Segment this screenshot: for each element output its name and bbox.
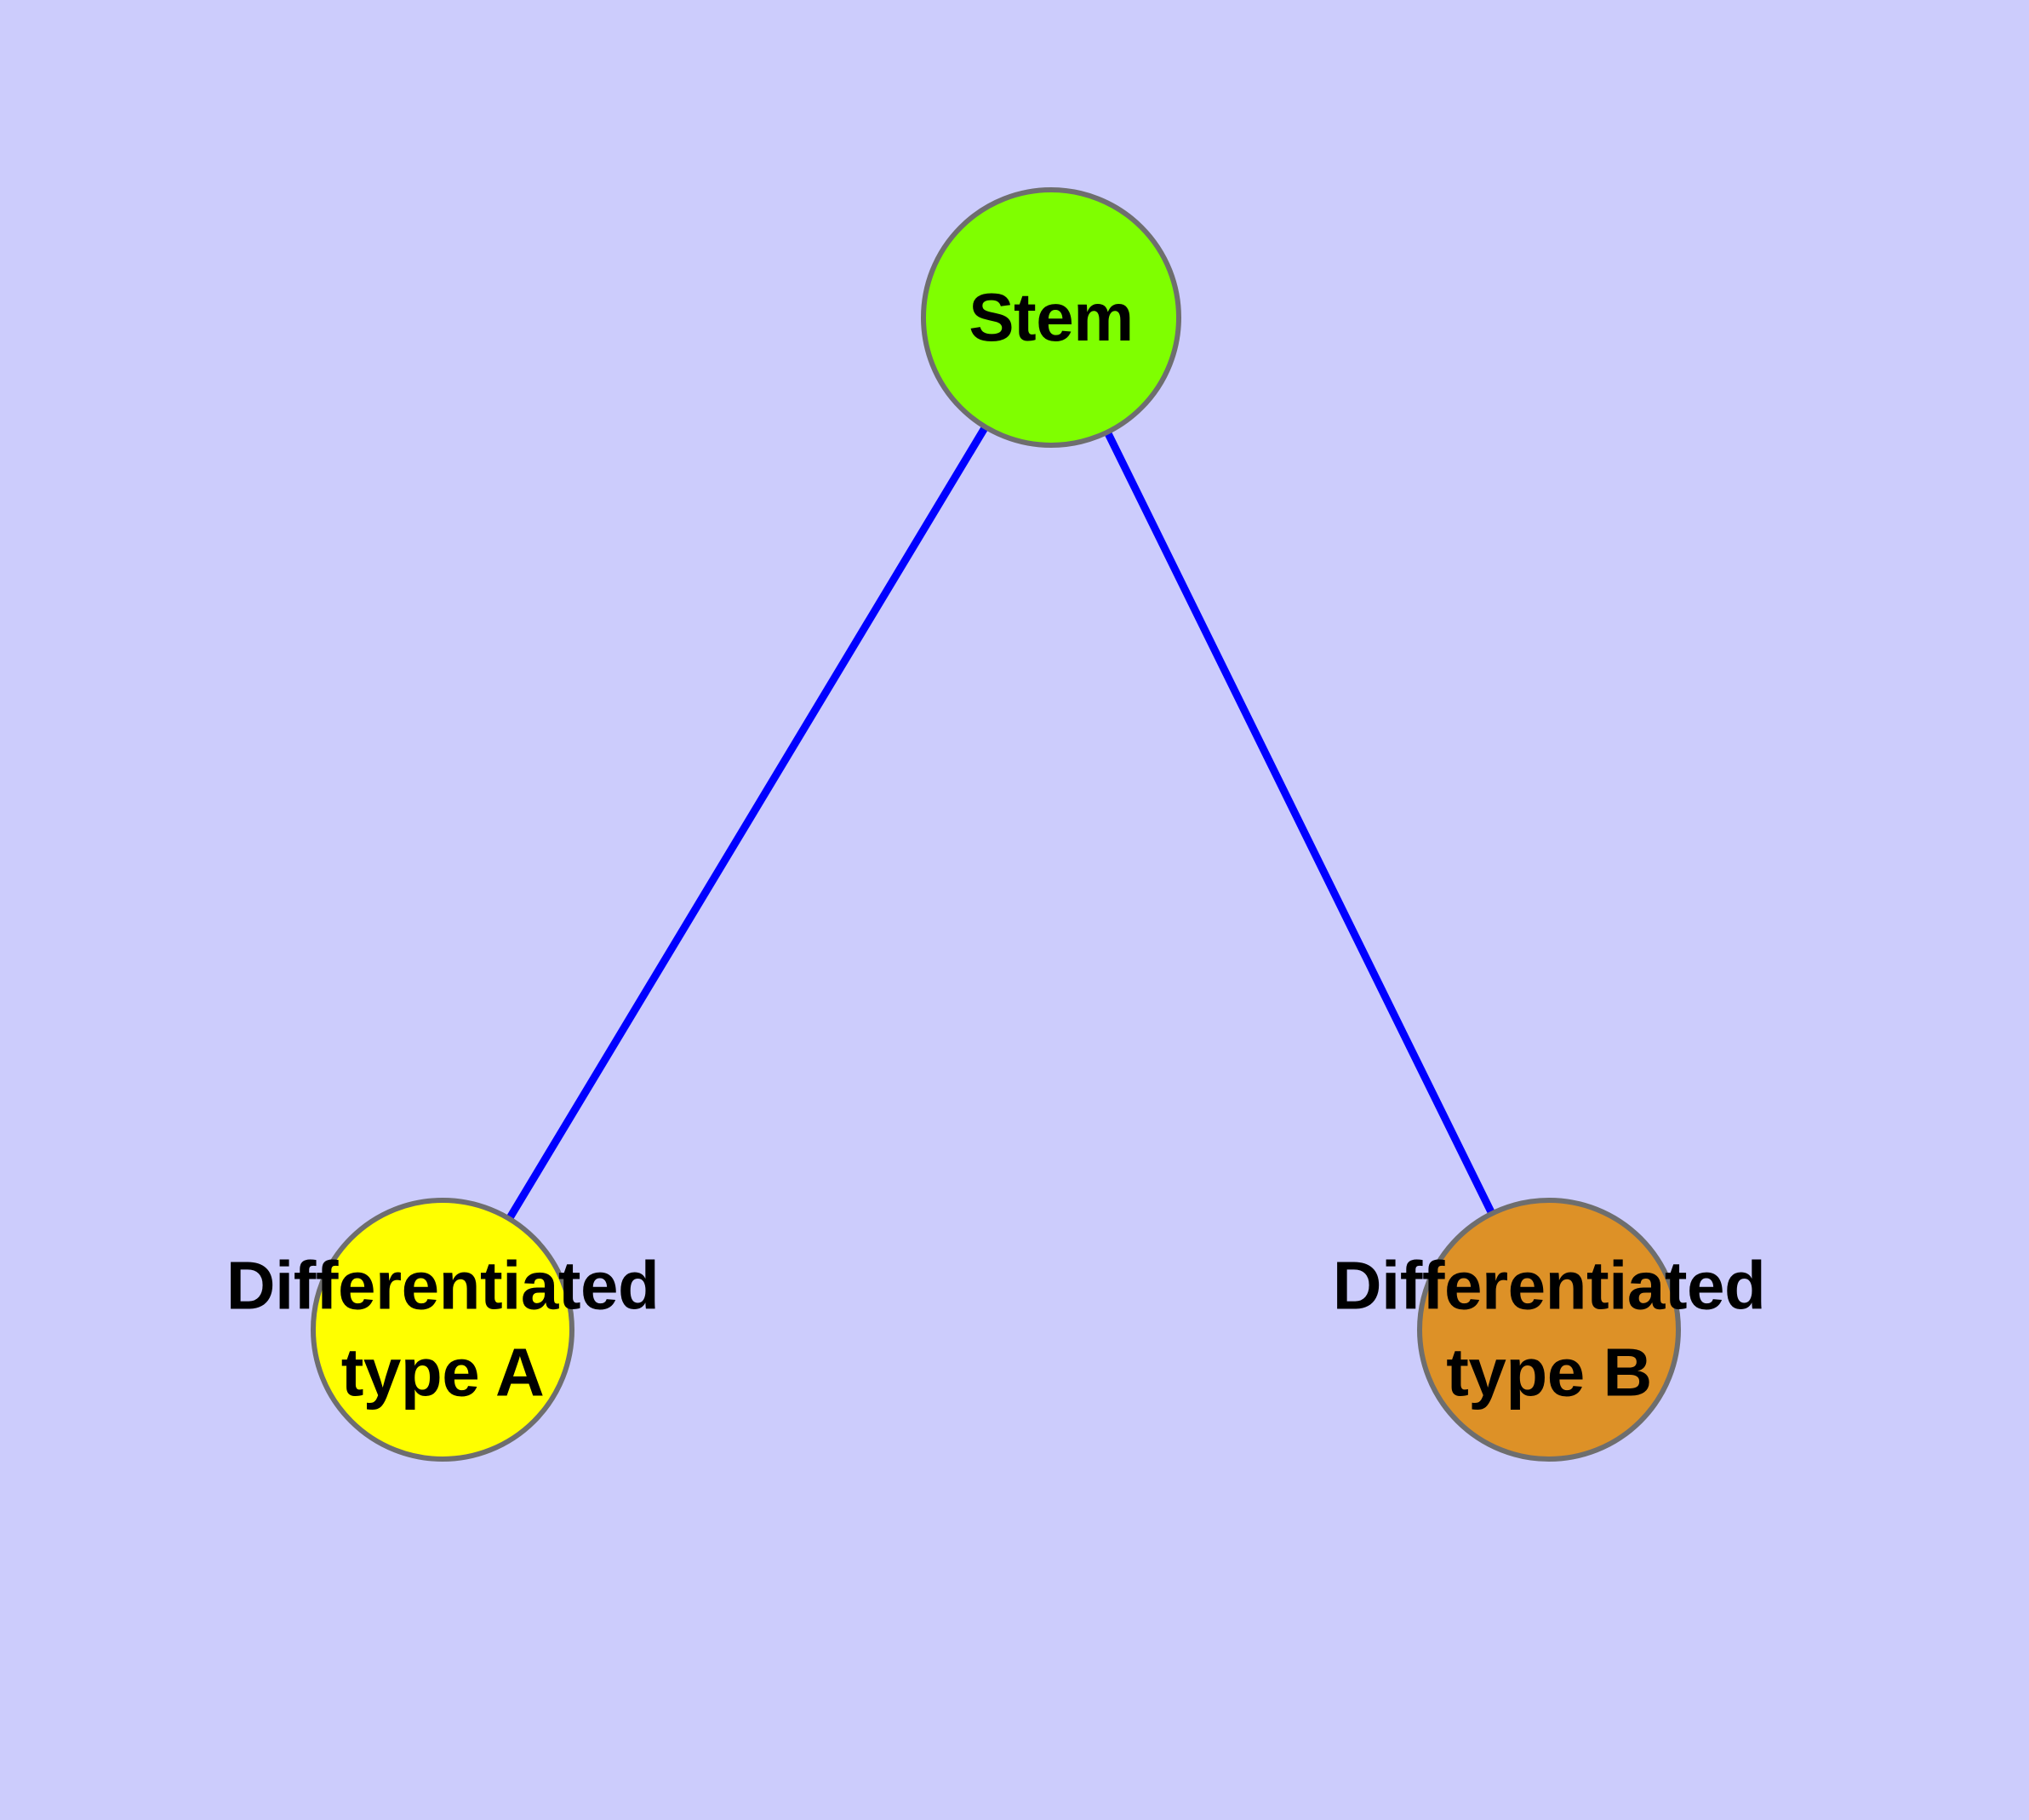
node-diff-b-circle[interactable] [1417,1198,1681,1462]
edge-layer [505,423,1496,1222]
node-layer [311,187,1681,1462]
node-stem-circle[interactable] [921,187,1181,448]
edge-stem-to-diff-b[interactable] [1103,428,1496,1217]
edge-stem-to-diff-a[interactable] [505,423,990,1222]
node-diff-a-circle[interactable] [311,1198,574,1462]
